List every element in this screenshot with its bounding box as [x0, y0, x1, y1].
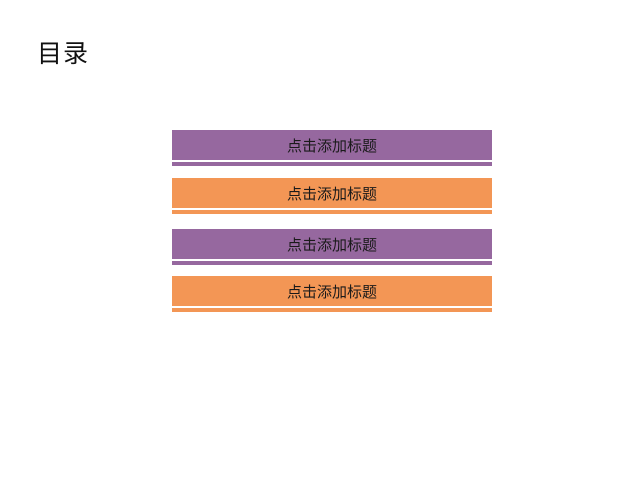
toc-item-4: 点击添加标题	[172, 276, 492, 313]
table-of-contents: 点击添加标题 点击添加标题 点击添加标题 点击添加标题	[172, 130, 492, 324]
toc-item-3: 点击添加标题	[172, 229, 492, 266]
toc-item-3-title[interactable]: 点击添加标题	[172, 229, 492, 259]
toc-item-1-title[interactable]: 点击添加标题	[172, 130, 492, 160]
toc-item-3-underline	[172, 261, 492, 265]
toc-item-1: 点击添加标题	[172, 130, 492, 167]
toc-item-2-underline	[172, 210, 492, 214]
toc-item-2: 点击添加标题	[172, 178, 492, 215]
toc-item-4-title[interactable]: 点击添加标题	[172, 276, 492, 306]
toc-item-1-underline	[172, 162, 492, 166]
toc-item-4-underline	[172, 308, 492, 312]
toc-item-2-title[interactable]: 点击添加标题	[172, 178, 492, 208]
page-title: 目录	[37, 39, 90, 68]
